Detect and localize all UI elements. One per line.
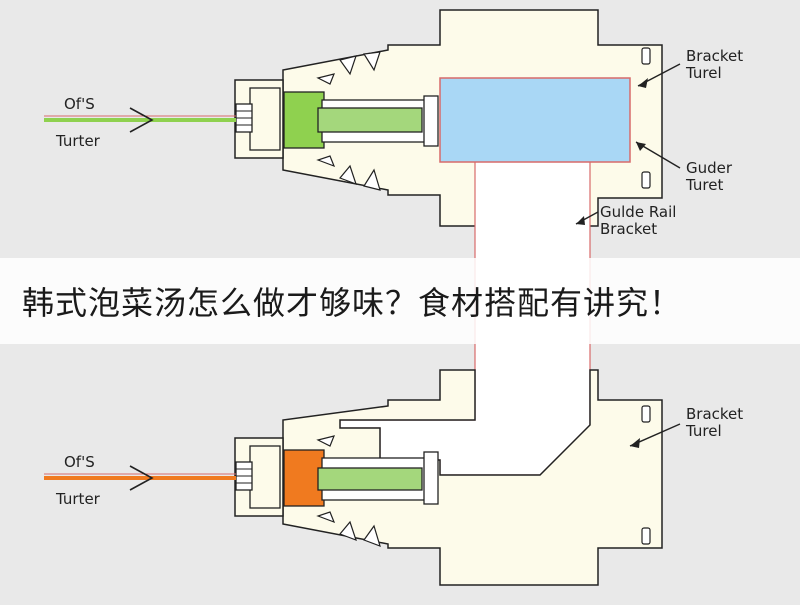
top-slot-1 bbox=[641, 47, 651, 65]
top-input-sublabel: Turter bbox=[56, 132, 100, 150]
top-green-block bbox=[283, 91, 325, 149]
title-banner: 韩式泡菜汤怎么做才够味？食材搭配有讲究！ bbox=[0, 258, 800, 344]
top-bracket-turel-label: Bracket Turel bbox=[686, 47, 744, 82]
top-clamp-inner bbox=[249, 87, 281, 151]
top-fin-4 bbox=[316, 155, 336, 168]
bottom-clamp-inner bbox=[249, 445, 281, 509]
guide-rail-label: Gulde Rail Bracket bbox=[600, 203, 677, 238]
top-fin-3 bbox=[362, 51, 381, 72]
top-fin-6 bbox=[363, 168, 381, 191]
bottom-input-arrow bbox=[129, 465, 154, 491]
top-input-label: Of'S bbox=[64, 95, 95, 113]
bottom-rod-plate bbox=[423, 451, 439, 505]
top-rod-plate bbox=[423, 95, 439, 147]
top-slot-2 bbox=[641, 171, 651, 189]
top-fin-5 bbox=[338, 164, 357, 186]
top-input-arrow bbox=[129, 107, 154, 133]
bottom-input-label: Of'S bbox=[64, 453, 95, 471]
guder-turet-label: Guder Turet bbox=[686, 159, 733, 194]
bottom-slot-2 bbox=[641, 527, 651, 545]
bottom-fin-1 bbox=[316, 435, 335, 447]
top-rod bbox=[317, 107, 423, 133]
bottom-input-sublabel: Turter bbox=[56, 490, 100, 508]
bottom-slot-1 bbox=[641, 405, 651, 423]
bottom-rod bbox=[317, 467, 423, 491]
bottom-fin-4 bbox=[363, 524, 381, 547]
top-fin-2 bbox=[338, 55, 357, 76]
bottom-orange-block bbox=[283, 449, 325, 507]
top-fin-1 bbox=[316, 73, 335, 85]
bottom-fin-3 bbox=[338, 520, 357, 542]
bottom-fin-2 bbox=[316, 511, 336, 524]
banner-title: 韩式泡菜汤怎么做才够味？食材搭配有讲究！ bbox=[22, 284, 683, 322]
top-water-tank bbox=[439, 77, 631, 163]
bottom-bracket-turel-label: Bracket Turel bbox=[686, 405, 744, 440]
